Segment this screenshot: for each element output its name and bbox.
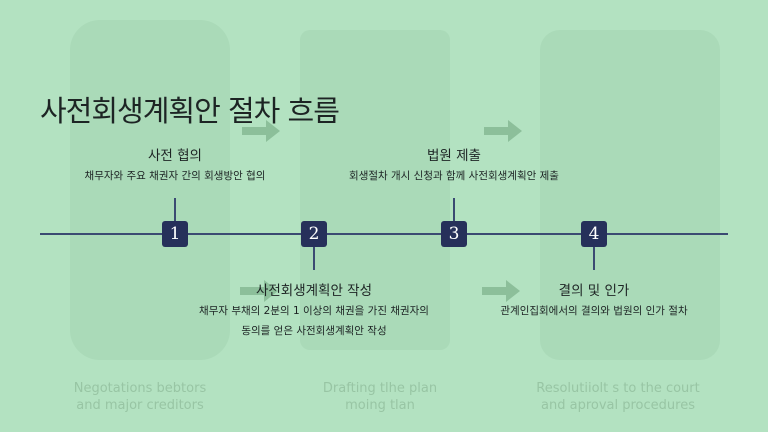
step-description: 회생절차 개시 신청과 함께 사전회생계획안 제출 — [349, 170, 559, 182]
illustration-court-right — [540, 30, 720, 360]
page-title: 사전회생계획안 절차 흐름 — [40, 94, 340, 128]
timeline-line — [40, 233, 728, 235]
background-caption: Drafting tlhe plan moing tlan — [270, 380, 490, 414]
step-title: 사전 협의 — [148, 148, 202, 164]
caption-line: Drafting tlhe plan — [322, 381, 438, 396]
step-title: 법원 제출 — [427, 148, 481, 164]
timeline-stem — [174, 198, 176, 222]
background-caption: Negotations bebtors and major creditors — [30, 380, 250, 414]
step-number-badge: 2 — [301, 221, 327, 247]
timeline-stem — [593, 246, 595, 270]
caption-line: Negotations bebtors — [73, 381, 207, 396]
step-description: 채무자와 주요 채권자 간의 회생방안 협의 — [84, 170, 266, 182]
caption-line: and major creditors — [76, 398, 204, 413]
arrow-icon — [240, 280, 278, 302]
step-number-badge: 4 — [581, 221, 607, 247]
illustration-people-left — [70, 20, 230, 360]
timeline-stem — [453, 198, 455, 222]
background-caption: Resolutiiolt s to the court and aproval p… — [508, 380, 728, 414]
step-title: 결의 및 인가 — [558, 283, 630, 299]
description-line: 동의를 얻은 사전회생계획안 작성 — [241, 325, 387, 337]
timeline-stem — [313, 246, 315, 270]
arrow-icon — [482, 280, 520, 302]
arrow-icon — [484, 120, 522, 142]
step-title: 사전회생계획안 작성 — [255, 283, 373, 299]
caption-line: moing tlan — [345, 398, 415, 413]
step-number-badge: 3 — [441, 221, 467, 247]
caption-line: and aproval procedures — [541, 398, 695, 413]
step-description: 관계인집회에서의 결의와 법원의 인가 절차 — [500, 305, 688, 317]
arrow-icon — [242, 120, 280, 142]
illustration-document-center — [300, 30, 450, 350]
step-number-badge: 1 — [162, 221, 188, 247]
description-line: 채무자 부채의 2분의 1 이상의 채권을 가진 채권자의 — [199, 305, 429, 317]
step-description: 채무자 부채의 2분의 1 이상의 채권을 가진 채권자의 동의를 얻은 사전회… — [154, 301, 474, 341]
caption-line: Resolutiiolt s to the court — [536, 381, 700, 396]
